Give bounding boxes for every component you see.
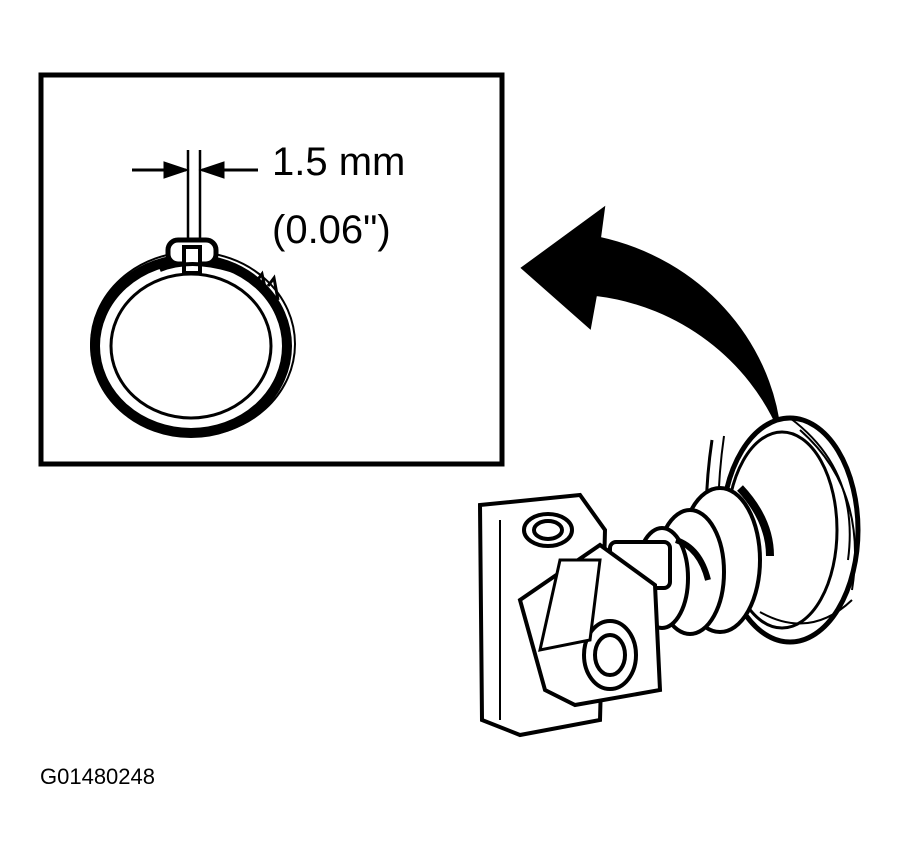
dimension-label-imperial: (0.06")	[272, 208, 391, 252]
hose-clamp-icon	[90, 237, 296, 438]
figure-id: G01480248	[40, 764, 155, 789]
curved-arrow-icon	[520, 205, 781, 433]
steering-shaft-boot-icon	[477, 415, 861, 738]
dimension-marker	[132, 150, 258, 250]
detail-inset-frame	[38, 72, 505, 467]
dimension-label-metric: 1.5 mm	[272, 140, 406, 184]
